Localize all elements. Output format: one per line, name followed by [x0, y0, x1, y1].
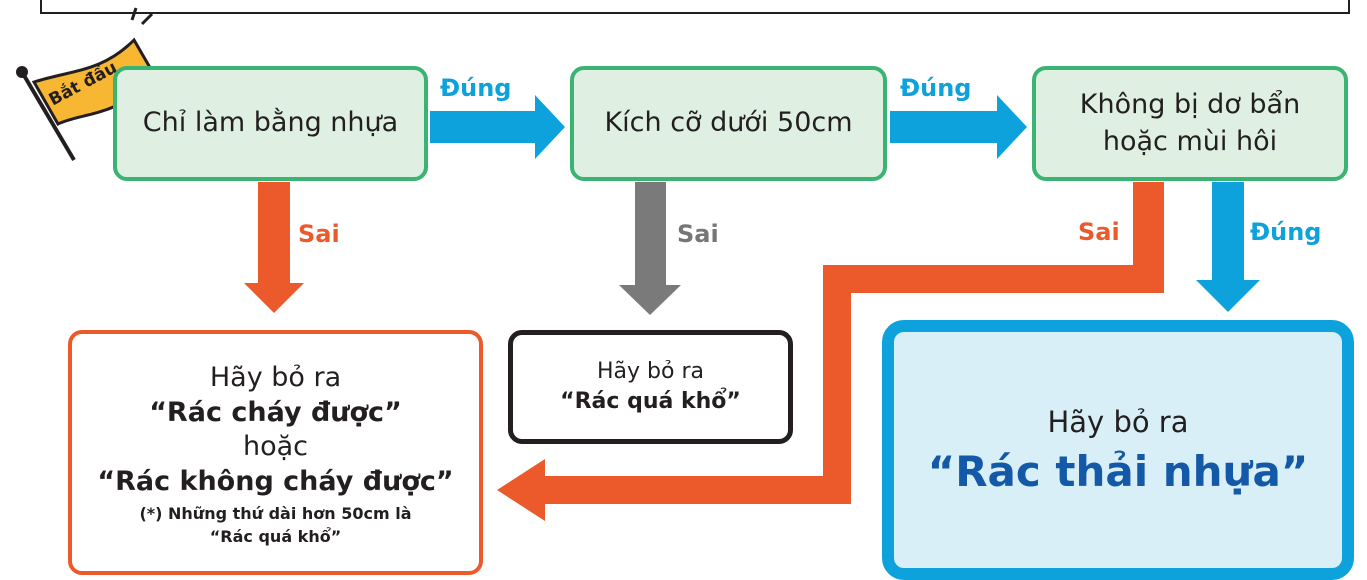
outcome-line: Hãy bỏ ra — [1047, 404, 1189, 439]
outcome-line: Hãy bỏ ra — [597, 359, 704, 385]
no-arrow-2 — [619, 182, 681, 315]
outcome-line: “Rác thải nhựa” — [927, 446, 1309, 496]
condition-clean-no-odor: Không bị dơ bẩn hoặc mùi hôi — [1032, 66, 1348, 181]
yes-arrow-2 — [890, 95, 1027, 159]
condition-text: hoặc mùi hôi — [1102, 125, 1278, 157]
no-label-3: Sai — [1078, 218, 1120, 246]
condition-text: Chỉ làm bằng nhựa — [142, 107, 399, 139]
no-arrow-1 — [244, 182, 304, 313]
no-label-1: Sai — [298, 220, 340, 248]
yes-label-3: Đúng — [1250, 218, 1322, 246]
outcome-note: “Rác quá khổ” — [209, 526, 342, 546]
outcome-burnable: Hãy bỏ ra “Rác cháy được” hoặc “Rác khôn… — [68, 330, 483, 575]
outcome-line: hoặc — [242, 431, 309, 463]
top-border — [40, 0, 1350, 14]
outcome-line: “Rác không cháy được” — [97, 465, 454, 497]
yes-label-1: Đúng — [440, 74, 512, 102]
outcome-line: “Rác cháy được” — [149, 396, 402, 428]
outcome-plastic: Hãy bỏ ra “Rác thải nhựa” — [882, 320, 1354, 580]
condition-text: Không bị dơ bẩn — [1079, 89, 1301, 121]
condition-size-under-50cm: Kích cỡ dưới 50cm — [570, 66, 887, 181]
yes-label-2: Đúng — [900, 74, 972, 102]
condition-text: Kích cỡ dưới 50cm — [604, 107, 853, 139]
no-label-2: Sai — [677, 220, 719, 248]
outcome-line: “Rác quá khổ” — [560, 389, 741, 414]
condition-plastic-only: Chỉ làm bằng nhựa — [113, 66, 428, 181]
no-arrow-3 — [497, 182, 1164, 521]
outcome-note: (*) Những thứ dài hơn 50cm là — [139, 504, 412, 524]
yes-arrow-3 — [1196, 182, 1260, 312]
outcome-line: Hãy bỏ ra — [209, 362, 342, 394]
outcome-oversized: Hãy bỏ ra “Rác quá khổ” — [508, 330, 793, 444]
yes-arrow-1 — [430, 95, 565, 159]
